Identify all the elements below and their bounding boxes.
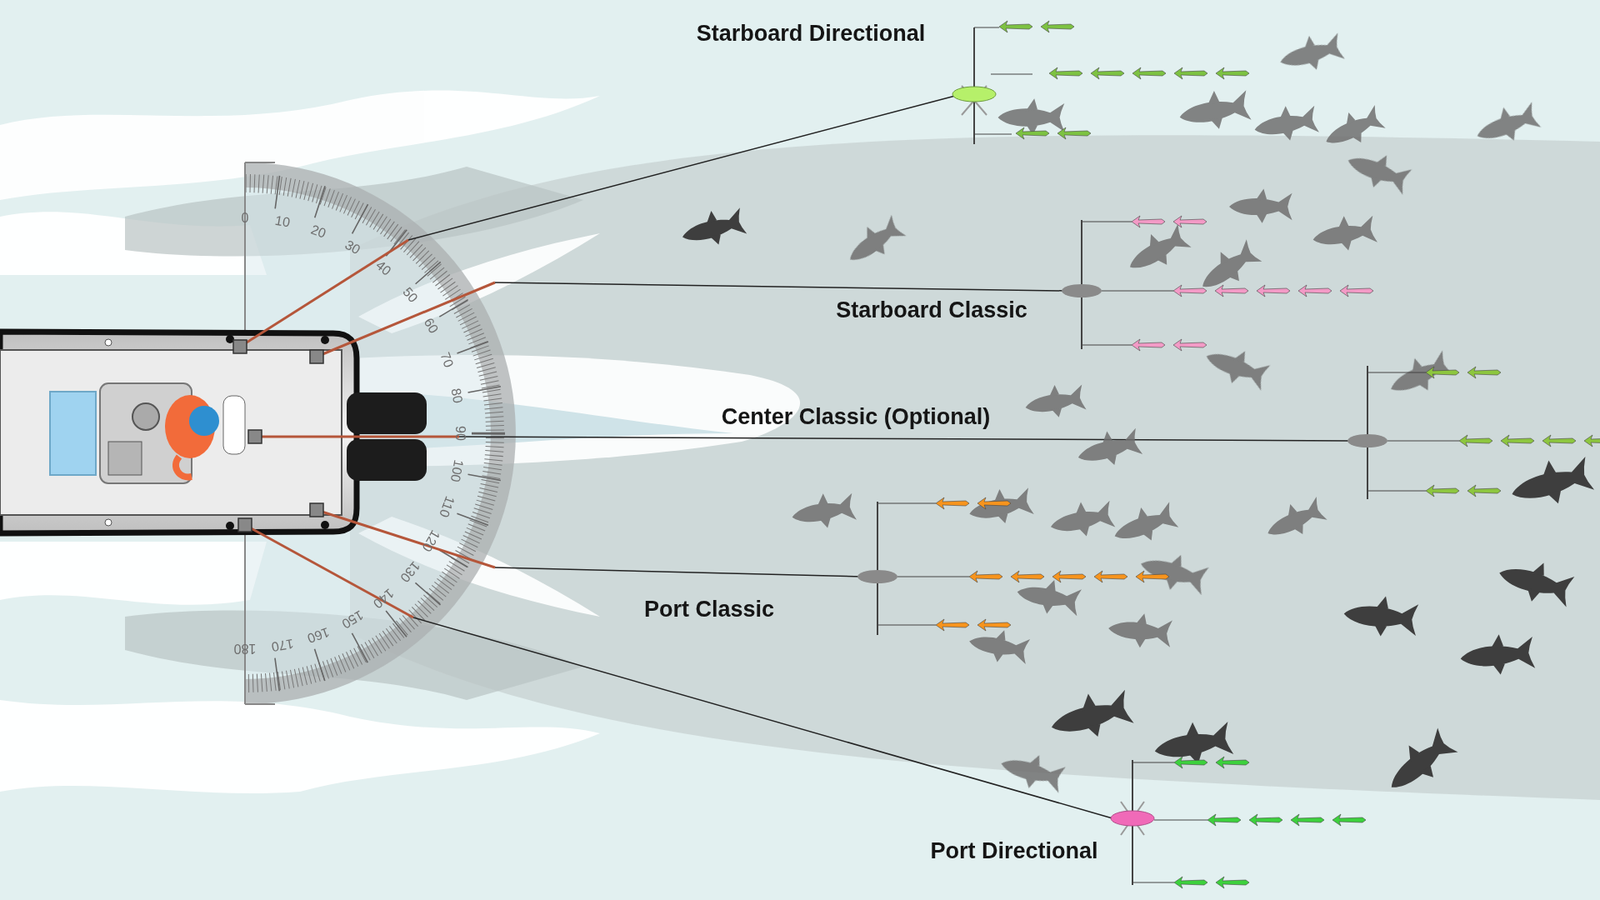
scale-number: 50 — [399, 285, 420, 306]
scale-number: 170 — [270, 635, 295, 655]
scale-number: 140 — [370, 585, 397, 611]
scale-number: 120 — [419, 527, 444, 555]
scale-number: 60 — [420, 315, 441, 336]
scale-number: 20 — [309, 221, 329, 241]
rod-holders — [233, 340, 324, 532]
rig-label: Center Classic (Optional) — [721, 404, 991, 430]
protractor — [0, 137, 516, 730]
scale-number: 130 — [396, 558, 423, 585]
fish-school — [677, 28, 1595, 802]
scale-number: 110 — [436, 494, 459, 520]
spreader-bar — [1061, 215, 1374, 351]
rig-label: Port Classic — [644, 596, 775, 623]
scale-number: 70 — [437, 350, 457, 370]
scale-number: 90 — [452, 425, 468, 441]
rig-label: Starboard Classic — [835, 297, 1028, 324]
scale-number: 180 — [234, 640, 257, 656]
scale-number: 100 — [447, 458, 466, 483]
scale-number: 40 — [372, 258, 394, 280]
rods — [240, 240, 495, 618]
boat — [0, 331, 427, 534]
scale-number: 80 — [448, 387, 466, 405]
scale-number: 160 — [305, 624, 332, 646]
fishing-lines — [408, 95, 1350, 819]
scale-number: 10 — [273, 212, 291, 230]
spreader-bar — [1347, 365, 1600, 500]
spread-shadow — [350, 135, 1600, 800]
spreader-bar — [1110, 756, 1366, 889]
spreader-bar — [857, 497, 1170, 635]
scale-number: 30 — [342, 236, 363, 257]
scale-number: 150 — [339, 607, 366, 632]
rig-label: Port Directional — [930, 838, 1098, 865]
scale-number: 0 — [241, 210, 250, 226]
spreader-bar — [952, 20, 1250, 145]
rig-label: Starboard Directional — [696, 20, 926, 47]
